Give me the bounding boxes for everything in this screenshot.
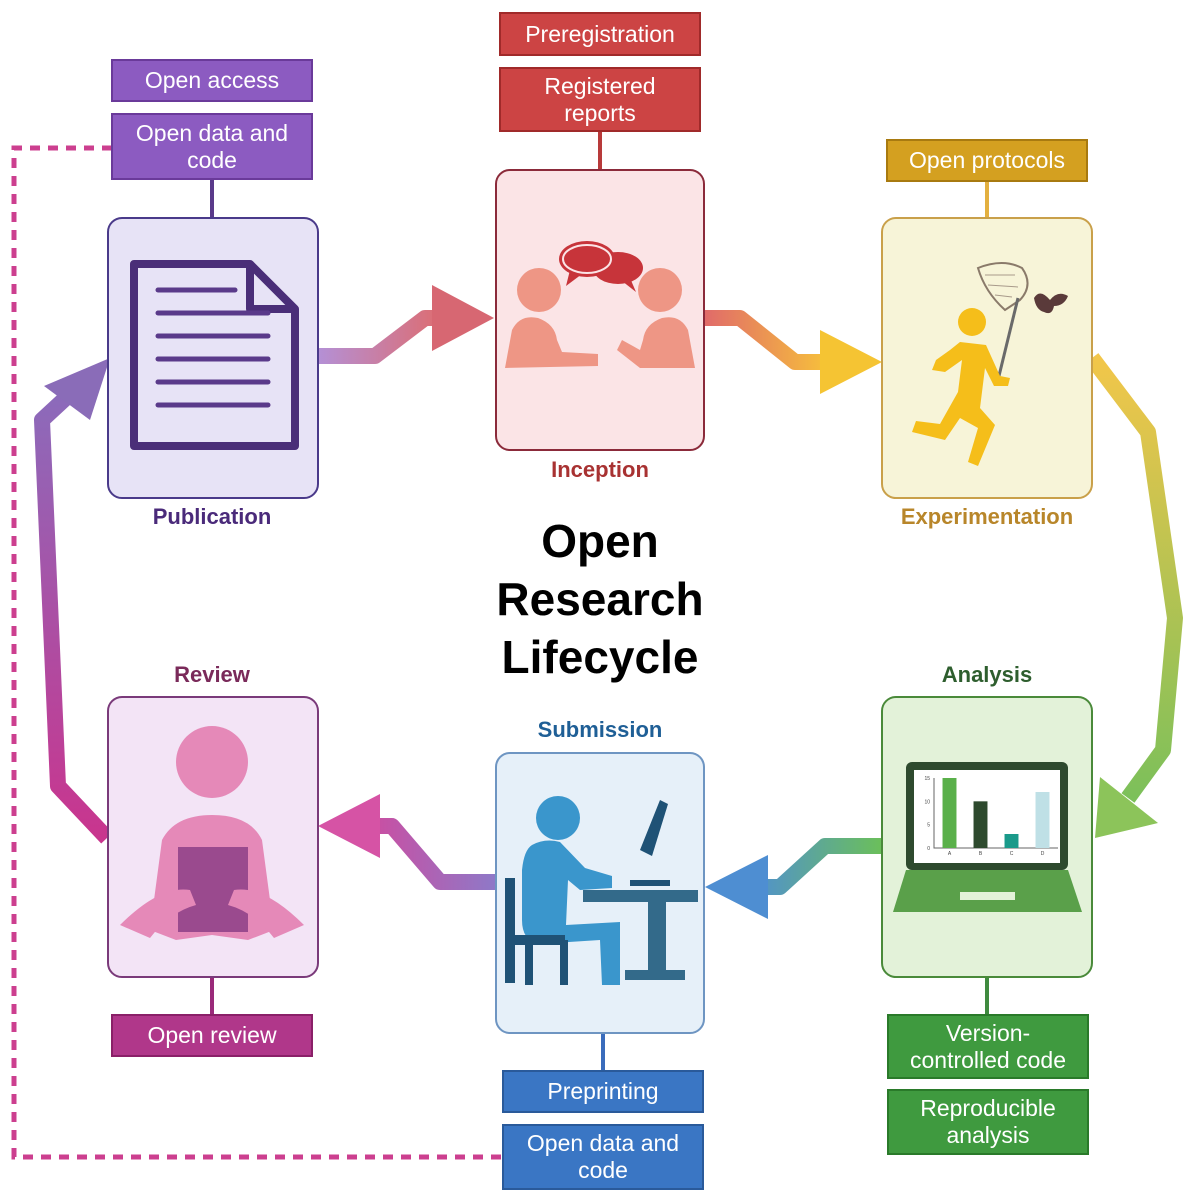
person-reading-icon (120, 726, 304, 940)
open-data-dashed-loop (11, 145, 502, 1160)
title-line-2: Research (496, 573, 704, 625)
laptop-chart-bar-d (1035, 792, 1050, 848)
stage-label-submission: Submission (537, 717, 663, 742)
stage-label-analysis: Analysis (941, 662, 1033, 687)
laptop-chart: 15 10 5 0A B C D (924, 776, 1058, 857)
title-line-3: Lifecycle (501, 631, 699, 683)
version-controlled-code-tag: Version- controlled code (887, 1014, 1089, 1079)
document-icon (130, 260, 299, 450)
person-at-computer-icon (505, 796, 698, 985)
open-protocols-tag: Open protocols (886, 139, 1088, 182)
analysis-card: 15 10 5 0A B C D (881, 696, 1093, 978)
laptop-chart-xtick: D (1041, 851, 1045, 857)
publication-card (107, 217, 319, 499)
open-review-tag: Open review (111, 1014, 313, 1057)
preprinting-tag: Preprinting (502, 1070, 704, 1113)
stage-label-experimentation: Experimentation (900, 504, 1074, 529)
stage-label-publication: Publication (152, 504, 272, 529)
submission-card (495, 752, 705, 1034)
laptop-chart-bar-a (942, 778, 957, 848)
laptop-chart-xtick: C (1010, 851, 1014, 857)
laptop-chart-xtick: A (948, 851, 952, 857)
laptop-chart-ytick: 10 (924, 799, 930, 805)
laptop-chart-ytick: 15 (924, 776, 930, 782)
laptop-chart-bar-b (973, 801, 988, 848)
laptop-chart-xtick: B (979, 851, 983, 857)
cycle-arrows (34, 285, 1183, 919)
discussion-icon (505, 241, 695, 368)
inception-card (495, 169, 705, 451)
title-line-1: Open (541, 515, 659, 567)
laptop-chart-bar-c (1004, 834, 1019, 848)
open-data-code-submission-tag: Open data and code (502, 1124, 704, 1190)
butterfly-icon (1034, 293, 1068, 314)
laptop-chart-ytick: 0 (927, 846, 930, 852)
stage-label-inception: Inception (551, 457, 649, 482)
diagram-title: Open Research Lifecycle (450, 512, 750, 686)
connector-stems (210, 132, 989, 1070)
open-access-tag: Open access (111, 59, 313, 102)
registered-reports-tag: Registered reports (499, 67, 701, 132)
butterfly-catcher-icon (912, 262, 1068, 466)
preregistration-tag: Preregistration (499, 12, 701, 56)
experimentation-card (881, 217, 1093, 499)
open-data-code-publication-tag: Open data and code (111, 113, 313, 180)
laptop-chart-ytick: 5 (927, 823, 930, 829)
laptop-bar-chart-icon: 15 10 5 0A B C D (893, 762, 1082, 912)
reproducible-analysis-tag: Reproducible analysis (887, 1089, 1089, 1155)
stage-label-review: Review (174, 662, 250, 687)
review-card (107, 696, 319, 978)
